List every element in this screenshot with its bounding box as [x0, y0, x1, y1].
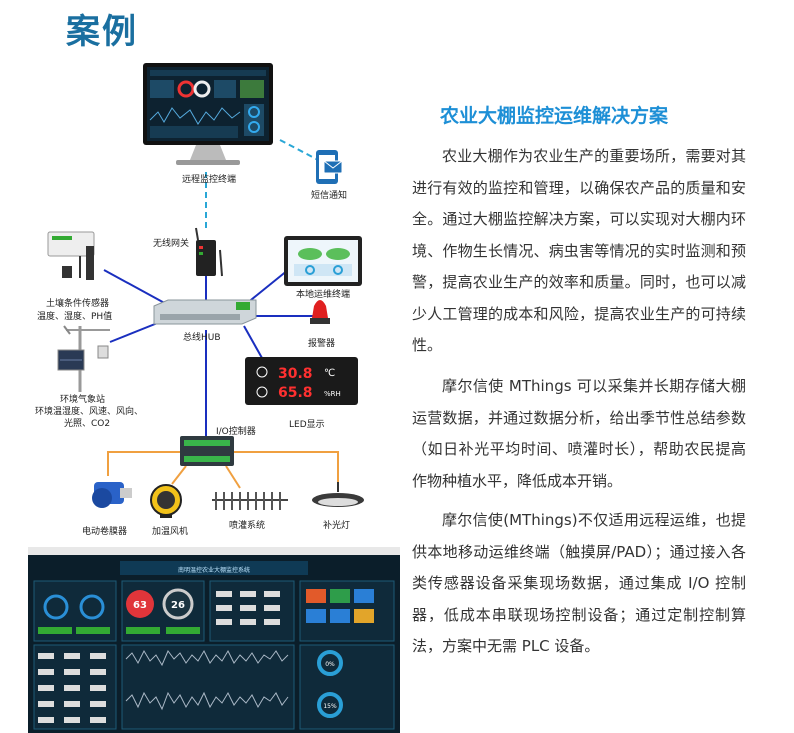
weather-station-icon — [57, 325, 110, 392]
led-hum-unit: %RH — [324, 390, 341, 398]
label-soil: 土壤条件传感器 — [46, 299, 110, 309]
label-hub: 总线HUB — [183, 333, 221, 343]
label-led: LED显示 — [289, 420, 325, 430]
alarm-light-icon — [310, 300, 330, 324]
dashboard-gauge-2: 26 — [171, 600, 185, 611]
label-remote: 远程监控终端 — [182, 175, 237, 185]
dashboard-screenshot: 南明温控农业大棚监控系统 63 26 — [28, 547, 400, 733]
link-io-spray — [225, 465, 241, 489]
soil-sensor-icon — [47, 231, 95, 280]
link-local-hub — [245, 269, 289, 305]
wireless-gateway-icon — [195, 227, 223, 277]
link-io-roller — [107, 451, 180, 476]
page-heading: 案例 — [66, 12, 138, 52]
connection-lines — [103, 139, 339, 489]
remote-monitor-icon — [143, 63, 273, 165]
link-led-hub — [243, 325, 263, 359]
grow-light-icon — [312, 482, 364, 507]
article-title: 农业大棚监控运维解决方案 — [440, 105, 669, 127]
film-roller-icon — [92, 482, 132, 508]
dashboard-ring-1: 0% — [325, 661, 335, 668]
label-gateway: 无线网关 — [153, 239, 190, 249]
article-paragraph-3: 摩尔信使(MThings)不仅适用远程运维，也提供本地移动运维终端（触摸屏/PA… — [412, 511, 746, 655]
label-spray: 喷灌系统 — [229, 521, 266, 531]
led-temp: 30.8 — [278, 366, 313, 382]
link-remote-sms — [279, 139, 323, 163]
label-soil-sub: 温度、湿度、PH值 — [37, 312, 113, 322]
led-hum: 65.8 — [278, 385, 313, 401]
system-diagram: 30.8 ℃ 65.8 %RH — [47, 63, 364, 518]
link-io-fan — [171, 465, 187, 485]
bus-hub-icon — [153, 299, 257, 325]
label-io: I/O控制器 — [216, 427, 256, 437]
label-weather: 环境气象站 — [60, 395, 106, 405]
label-roller: 电动卷膜器 — [82, 527, 128, 537]
irrigation-system-icon — [212, 492, 288, 510]
label-alarm: 报警器 — [308, 339, 336, 349]
label-weather-sub2: 光照、CO2 — [64, 419, 111, 429]
dashboard-ring-2: 15% — [323, 703, 337, 710]
label-local: 本地运维终端 — [296, 290, 351, 300]
local-terminal-icon — [284, 236, 362, 286]
sms-phone-icon — [316, 150, 343, 184]
label-sms: 短信通知 — [311, 191, 348, 201]
led-temp-unit: ℃ — [324, 368, 335, 379]
link-io-light — [234, 451, 339, 482]
led-display-icon: 30.8 ℃ 65.8 %RH — [245, 357, 358, 405]
article-paragraph-2: 摩尔信使 MThings 可以采集并长期存储大棚运营数据，并通过数据分析，给出季… — [412, 377, 746, 490]
label-fan: 加温风机 — [152, 527, 189, 537]
label-weather-sub1: 环境温湿度、风速、风向、 — [35, 407, 144, 417]
label-light: 补光灯 — [323, 521, 351, 531]
dashboard-gauge-1: 63 — [133, 600, 147, 611]
io-controller-icon — [180, 436, 234, 466]
article-paragraph-1: 农业大棚作为农业生产的重要场所，需要对其进行有效的监控和管理，以确保农产品的质量… — [412, 147, 746, 354]
dashboard-title: 南明温控农业大棚监控系统 — [178, 566, 250, 574]
heater-fan-icon — [150, 484, 182, 518]
link-soil-hub — [103, 269, 171, 307]
